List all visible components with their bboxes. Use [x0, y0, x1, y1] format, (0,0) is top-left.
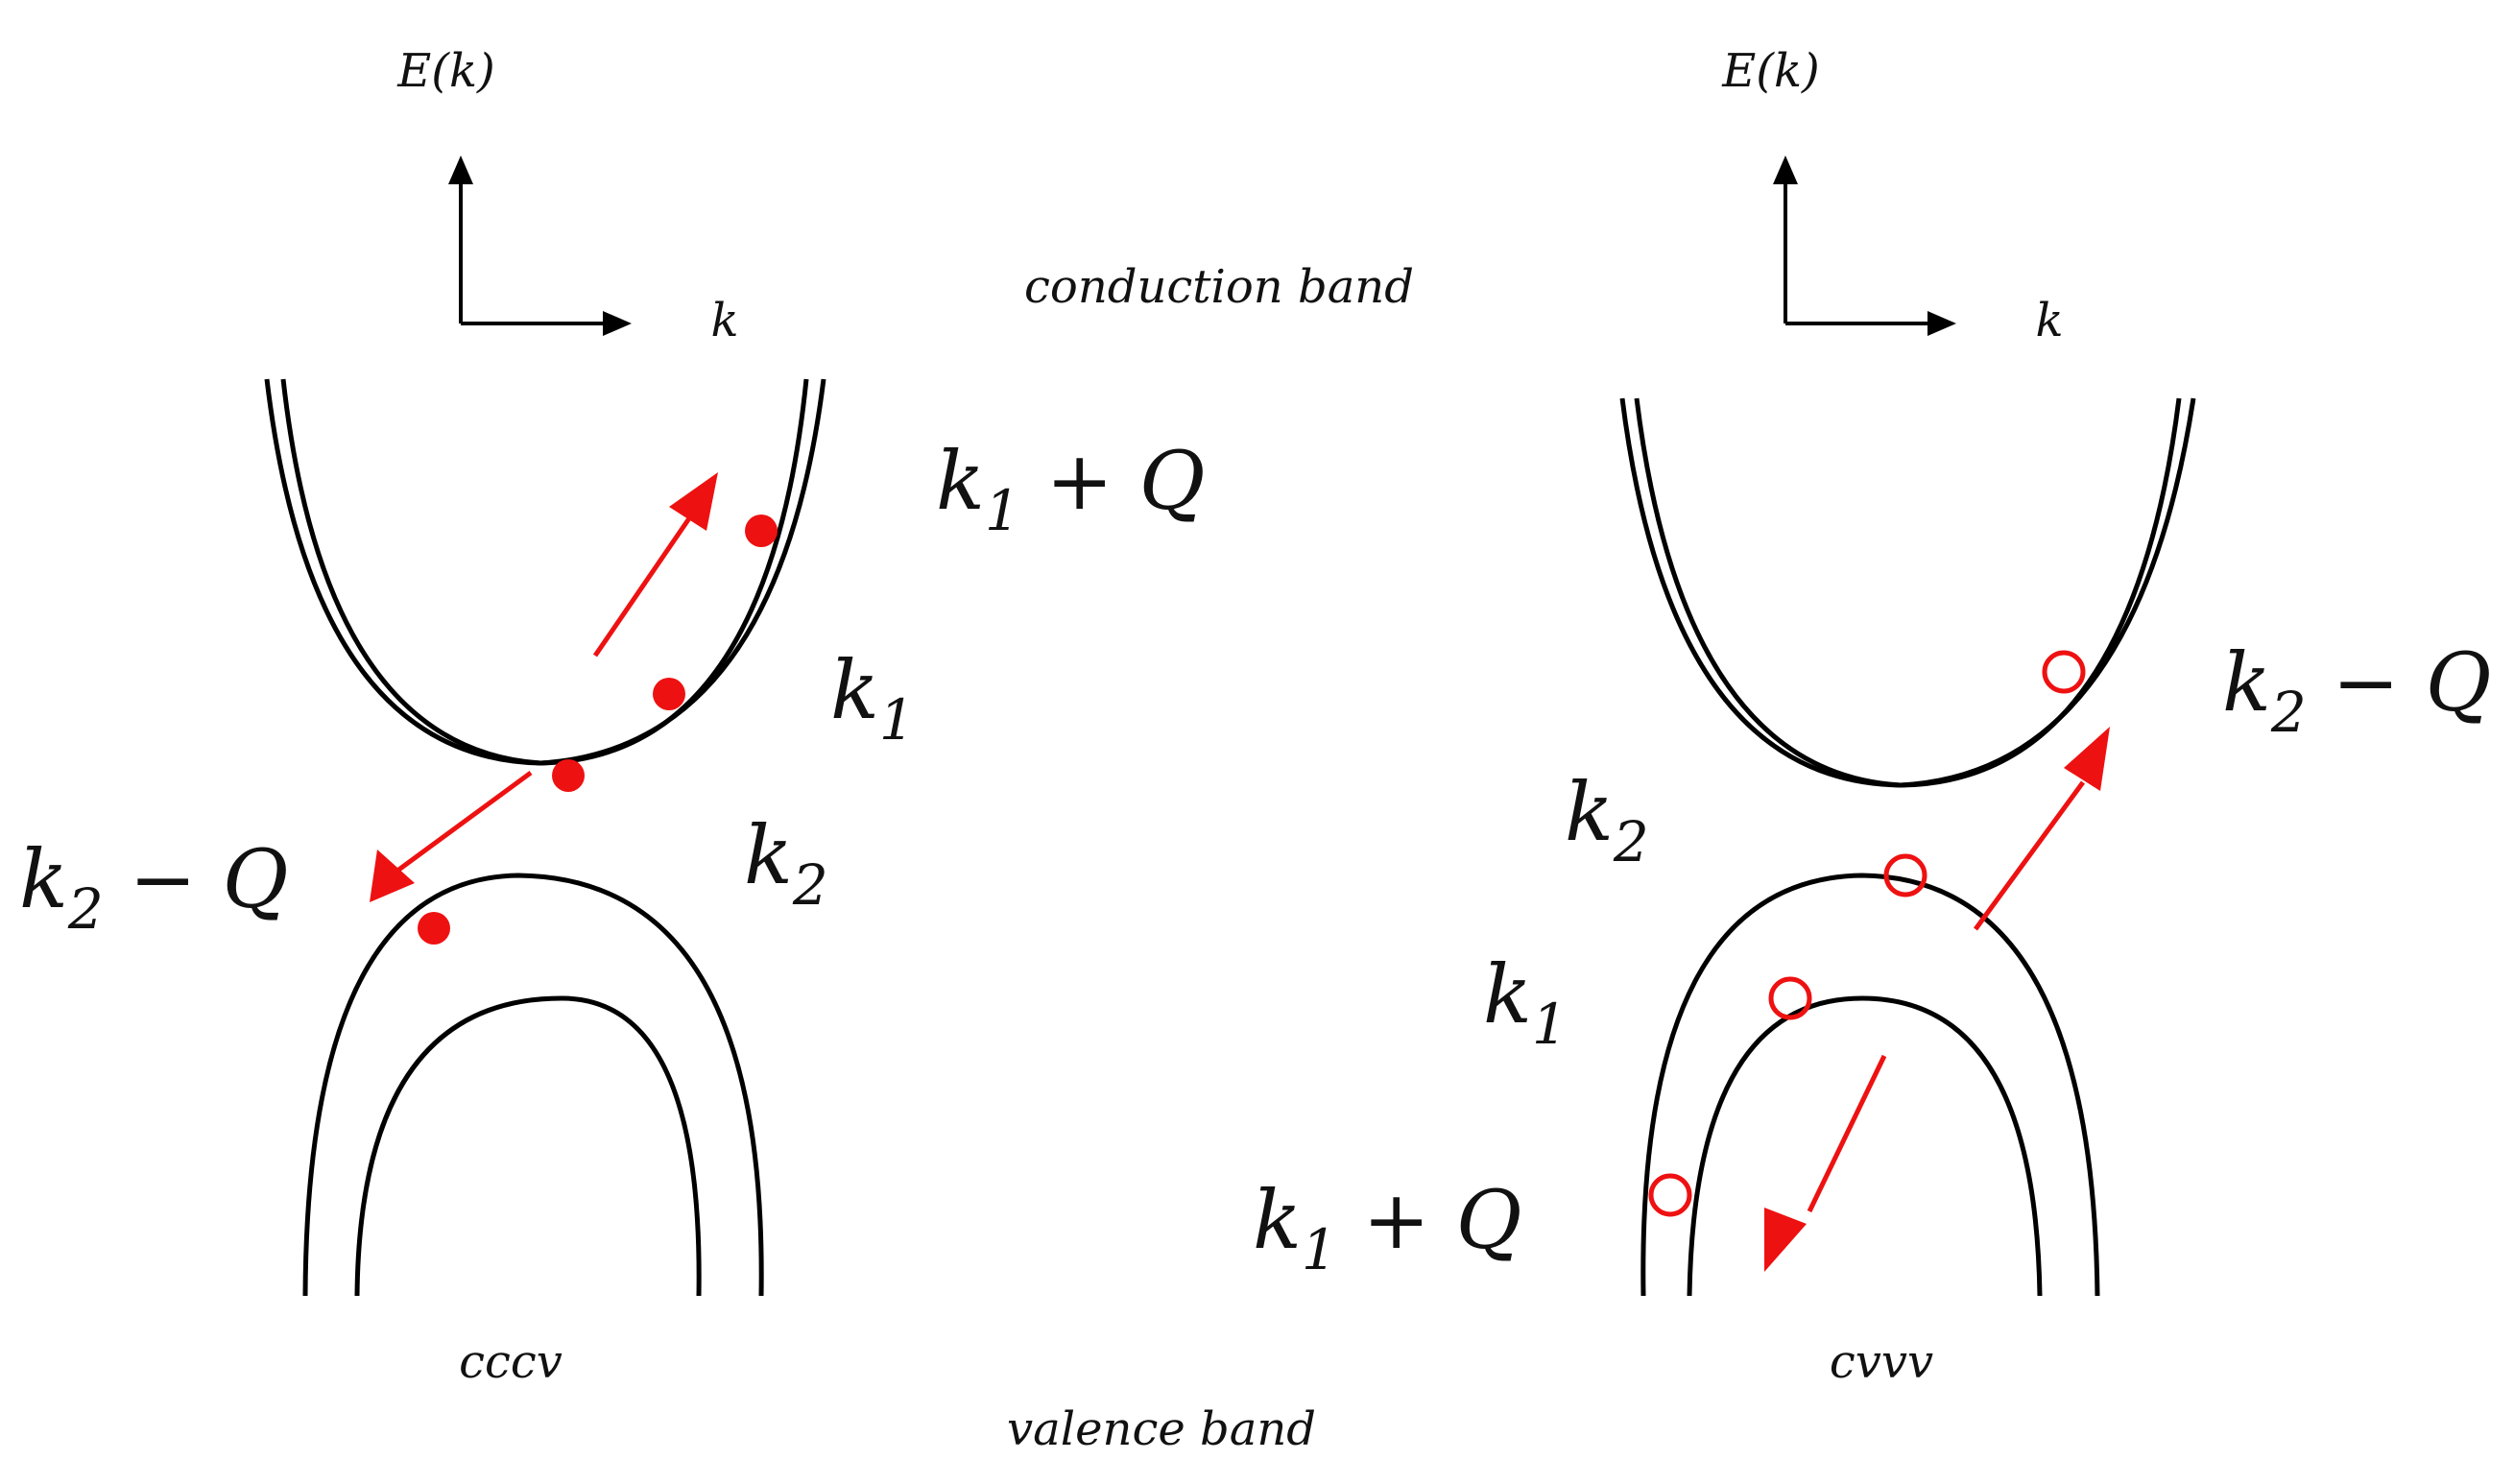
right-arrow-up: [1973, 727, 2110, 931]
valence-band-label: valence band: [1007, 1402, 1316, 1456]
left-panel-name: cccv: [459, 1335, 563, 1389]
right-label-k2-minus-q: k2 − Q: [2222, 635, 2491, 745]
left-valence-curve-outer: [302, 873, 764, 1297]
right-label-k1-plus-q: k1 + Q: [1253, 1173, 1521, 1282]
right-hole-k2: [1883, 853, 1927, 898]
left-k-axis-label: k: [710, 294, 738, 347]
left-label-k2: k2: [744, 808, 828, 918]
right-panel-name: cvvv: [1830, 1335, 1933, 1389]
right-k-axis-label: k: [2035, 294, 2063, 347]
right-hole-k1-plus-q: [1648, 1173, 1692, 1217]
left-electron-k1-plus-q: [745, 515, 778, 547]
conduction-band-label: conduction band: [1024, 260, 1414, 314]
left-k-axis-arrowhead: [603, 311, 632, 336]
left-arrow-down: [370, 770, 533, 902]
right-label-k1: k1: [1483, 947, 1568, 1057]
left-conduction-curve-inner: [280, 378, 826, 766]
right-conduction-curve-outer: [1619, 397, 2182, 788]
right-hole-k2-minus-q: [2042, 650, 2086, 694]
left-electron-k1: [653, 678, 685, 710]
right-valence-curve-outer: [1640, 873, 2100, 1297]
right-conduction-curve-inner: [1634, 397, 2196, 788]
right-panel: E(k) k k2 − Q k2 k1 k1 + Q cvvv: [1253, 44, 2491, 1389]
left-axes: E(k) k: [396, 44, 738, 347]
left-energy-axis-arrowhead: [448, 156, 473, 184]
left-energy-axis-label: E(k): [396, 44, 495, 98]
left-conduction-curve-outer: [264, 378, 809, 766]
left-valence-curve-inner: [354, 995, 702, 1297]
right-axes: E(k) k: [1721, 44, 2063, 347]
right-arrow-down: [1764, 1054, 1887, 1272]
left-electron-k2-minus-q: [418, 912, 450, 945]
left-arrow-up: [592, 472, 718, 658]
right-k-axis-arrowhead: [1927, 311, 1956, 336]
left-label-k1-plus-q: k1 + Q: [936, 434, 1205, 543]
right-valence-curve-inner: [1687, 995, 2043, 1297]
left-label-k1: k1: [830, 643, 915, 753]
left-panel: E(k) k k1 + Q k1 k2 k2 − Q cccv: [19, 44, 1205, 1389]
right-energy-axis-arrowhead: [1773, 156, 1798, 184]
left-label-k2-minus-q: k2 − Q: [19, 832, 288, 942]
right-label-k2: k2: [1565, 765, 1649, 874]
right-hole-k1: [1768, 976, 1812, 1020]
left-electron-k2: [552, 759, 585, 792]
right-energy-axis-label: E(k): [1721, 44, 1820, 98]
